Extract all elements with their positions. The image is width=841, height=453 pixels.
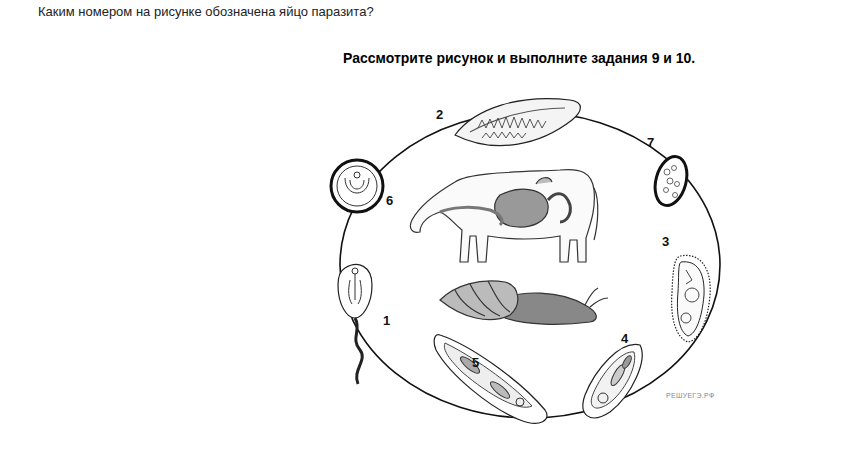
callout-number: 5 — [472, 355, 479, 370]
callout-number: 2 — [436, 107, 443, 122]
question-text: Каким номером на рисунке обозначена яйцо… — [38, 4, 374, 19]
heading: Рассмотрите рисунок и выполните задания … — [343, 50, 695, 66]
callout-number: 7 — [647, 135, 654, 150]
watermark: РЕШУЕГЭ.РФ — [666, 392, 715, 399]
callout-number: 3 — [662, 234, 669, 249]
callout-number: 4 — [621, 331, 628, 346]
callout-number: 6 — [386, 193, 393, 208]
callout-number: 1 — [383, 313, 390, 328]
